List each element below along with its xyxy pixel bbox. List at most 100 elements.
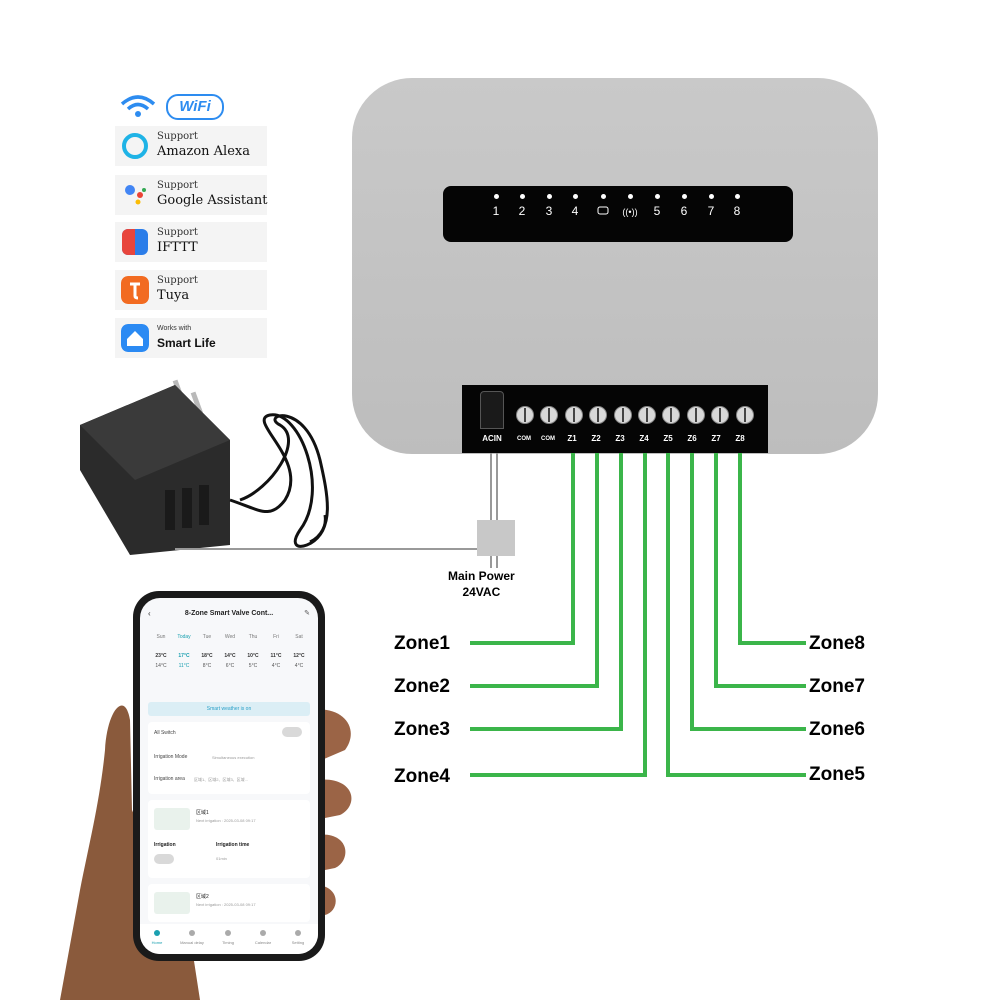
- zone3-label: Zone3: [394, 719, 450, 740]
- tuya-icon: [121, 276, 149, 304]
- google-assistant-badge: Support Google Assistant: [115, 175, 267, 215]
- badge-line2: IFTTT: [157, 240, 198, 255]
- home-icon: [154, 930, 160, 936]
- screw-terminal: [540, 406, 558, 424]
- led-8: 8: [724, 194, 750, 218]
- back-icon[interactable]: ‹: [148, 609, 151, 618]
- ac-input-jack: [480, 391, 504, 429]
- zone-card[interactable]: 区域1 Next irrigation : 2025-03-08 09:17 I…: [148, 800, 310, 878]
- screw-terminal: [589, 406, 607, 424]
- terminal-label-z2: Z2: [591, 434, 601, 443]
- smart-weather-banner: Smart weather is on: [148, 702, 310, 716]
- wifi-led: ((•)): [617, 194, 643, 218]
- power-icon: [597, 206, 609, 215]
- alexa-icon: [122, 133, 148, 159]
- badge-line2: Google Assistant: [157, 193, 268, 208]
- zone-name: 区域2: [196, 894, 209, 900]
- google-assistant-icon: [125, 185, 146, 205]
- badge-line1: Support: [157, 180, 198, 191]
- terminal-label-com: COM: [517, 436, 531, 442]
- led-panel: 1 2 3 4 ((•)) 5 6 7 8: [443, 186, 793, 242]
- bottom-tab-bar: Home Manual delay Timing Calendar Settin…: [140, 924, 318, 954]
- calendar-icon: [260, 930, 266, 936]
- alexa-badge: Support Amazon Alexa: [115, 126, 267, 166]
- all-switch-label: All Switch: [154, 730, 176, 736]
- led-3: 3: [536, 194, 562, 218]
- tab-setting[interactable]: Setting: [291, 940, 305, 945]
- screw-terminal: [638, 406, 656, 424]
- screw-terminal: [565, 406, 583, 424]
- irrigation-label: Irrigation: [154, 842, 176, 848]
- settings-card: All Switch Irrigation Mode Simultaneous …: [148, 722, 310, 794]
- screw-terminal: [711, 406, 729, 424]
- zone8-label: Zone8: [809, 633, 865, 654]
- led-4: 4: [562, 194, 588, 218]
- zone2-label: Zone2: [394, 676, 450, 697]
- zone-thumbnail-icon: [154, 892, 190, 914]
- zone-next-irrigation: Next irrigation : 2025-03-08 09:17: [196, 902, 256, 907]
- power-junction: [477, 520, 515, 556]
- irrigation-area-label: Irrigation area: [154, 776, 185, 782]
- app-title: 8-Zone Smart Valve Cont...: [184, 610, 274, 617]
- irrigation-time-value: 01min: [216, 856, 227, 861]
- screw-terminal: [662, 406, 680, 424]
- tab-home[interactable]: Home: [151, 940, 163, 945]
- terminal-label-z6: Z6: [687, 434, 697, 443]
- terminal-block: ACIN COM COM Z1 Z2 Z3 Z4 Z5 Z6 Z7 Z8: [462, 385, 768, 453]
- irrigation-mode-label: Irrigation Mode: [154, 754, 188, 760]
- tuya-badge: Support Tuya: [115, 270, 267, 310]
- tab-manual-delay[interactable]: Manual delay: [180, 940, 204, 945]
- edit-icon[interactable]: ✎: [304, 610, 310, 617]
- led-6: 6: [671, 194, 697, 218]
- terminal-label-z7: Z7: [711, 434, 721, 443]
- irrigation-toggle[interactable]: [154, 854, 174, 864]
- irrigation-area-value[interactable]: 区域1、区域2、区域3、区域...: [194, 777, 249, 782]
- all-switch-toggle[interactable]: [282, 727, 302, 737]
- signal-icon: ((•)): [622, 207, 638, 217]
- smart-life-badge: Works with Smart Life: [115, 318, 267, 358]
- zone1-label: Zone1: [394, 633, 450, 654]
- terminal-label-acin: ACIN: [482, 434, 502, 443]
- terminal-label-z5: Z5: [663, 434, 673, 443]
- wifi-label: WiFi: [166, 94, 224, 120]
- badge-line1: Works with: [157, 325, 192, 332]
- zone-card[interactable]: 区域2 Next irrigation : 2025-03-08 09:17: [148, 884, 310, 922]
- power-adapter-icon: [80, 379, 329, 555]
- badge-line2: Amazon Alexa: [157, 144, 250, 159]
- screw-terminal: [516, 406, 534, 424]
- led-1: 1: [483, 194, 509, 218]
- screw-terminal: [614, 406, 632, 424]
- badge-line1: Support: [157, 275, 198, 286]
- terminal-label-z4: Z4: [639, 434, 649, 443]
- badge-line2: Tuya: [157, 288, 190, 303]
- ifttt-badge: Support IFTTT: [115, 222, 267, 262]
- badge-line1: Support: [157, 227, 198, 238]
- irrigation-mode-value[interactable]: Simultaneous execution: [212, 755, 255, 760]
- terminal-label-z1: Z1: [567, 434, 577, 443]
- smart-life-icon: [121, 324, 149, 352]
- power-led: [590, 194, 616, 218]
- terminal-label-z3: Z3: [615, 434, 625, 443]
- zone-wires: [470, 453, 806, 777]
- zone7-label: Zone7: [809, 676, 865, 697]
- led-7: 7: [698, 194, 724, 218]
- tab-calendar[interactable]: Calendar: [254, 940, 272, 945]
- tab-timing[interactable]: Timing: [222, 940, 234, 945]
- zone-next-irrigation: Next irrigation : 2025-03-08 09:17: [196, 818, 256, 823]
- zone4-label: Zone4: [394, 766, 450, 787]
- manual-delay-icon: [189, 930, 195, 936]
- screw-terminal: [687, 406, 705, 424]
- screw-terminal: [736, 406, 754, 424]
- led-2: 2: [509, 194, 535, 218]
- timing-icon: [225, 930, 231, 936]
- setting-icon: [295, 930, 301, 936]
